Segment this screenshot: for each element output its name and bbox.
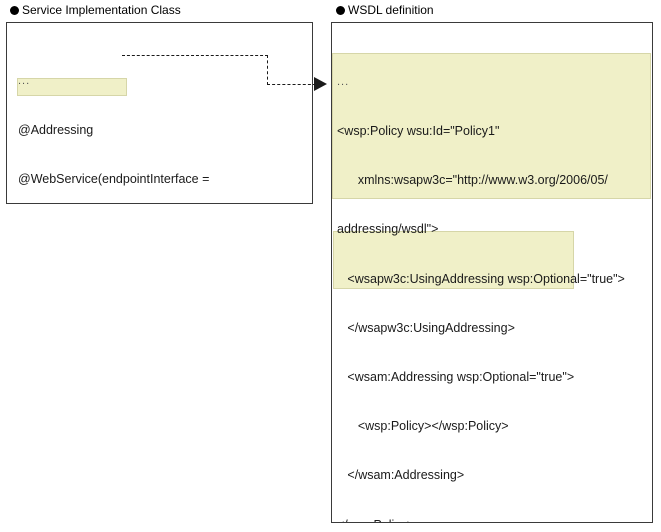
code-line: addressing/wsdl"> <box>337 222 439 237</box>
left-code-block: ... @Addressing @WebService(endpointInte… <box>7 40 312 203</box>
code-line: <wsam:Addressing wsp:Optional="true"> <box>337 370 575 385</box>
connector-segment-horizontal-bottom <box>267 84 316 85</box>
filled-circle-bullet-icon <box>336 6 345 15</box>
code-line: </wsam:Addressing> <box>337 468 465 483</box>
left-panel-title-text: Service Implementation Class <box>22 3 181 17</box>
connector-segment-vertical <box>267 55 268 85</box>
right-highlight-policy-reference <box>333 231 574 289</box>
code-line: ... <box>337 75 350 88</box>
code-line: @WebService(endpointInterface = <box>18 172 210 187</box>
right-highlight-policy <box>332 53 651 199</box>
right-panel-title-text: WSDL definition <box>348 3 434 17</box>
code-line: <wsp:Policy></wsp:Policy> <box>337 419 509 434</box>
filled-circle-bullet-icon <box>10 6 19 15</box>
code-line: <wsp:Policy wsu:Id="Policy1" <box>337 124 500 139</box>
right-panel-title: WSDL definition <box>336 3 434 17</box>
code-line: ... <box>18 74 31 87</box>
left-highlight-addressing <box>17 78 127 96</box>
code-line-addressing-annotation: @Addressing <box>18 123 94 138</box>
service-implementation-class-code-box: ... @Addressing @WebService(endpointInte… <box>6 22 313 204</box>
connector-arrowhead-icon <box>314 77 327 91</box>
code-line: </wsp:Policy> <box>337 517 652 522</box>
right-code-block: ... <wsp:Policy wsu:Id="Policy1" xmlns:w… <box>332 41 652 522</box>
code-line: </wsapw3c:UsingAddressing> <box>337 320 515 335</box>
connector-segment-horizontal-top <box>122 55 268 56</box>
code-line: <wsapw3c:UsingAddressing wsp:Optional="t… <box>337 271 625 286</box>
code-line: xmlns:wsapw3c="http://www.w3.org/2006/05… <box>337 173 608 188</box>
left-panel-title: Service Implementation Class <box>10 3 181 17</box>
